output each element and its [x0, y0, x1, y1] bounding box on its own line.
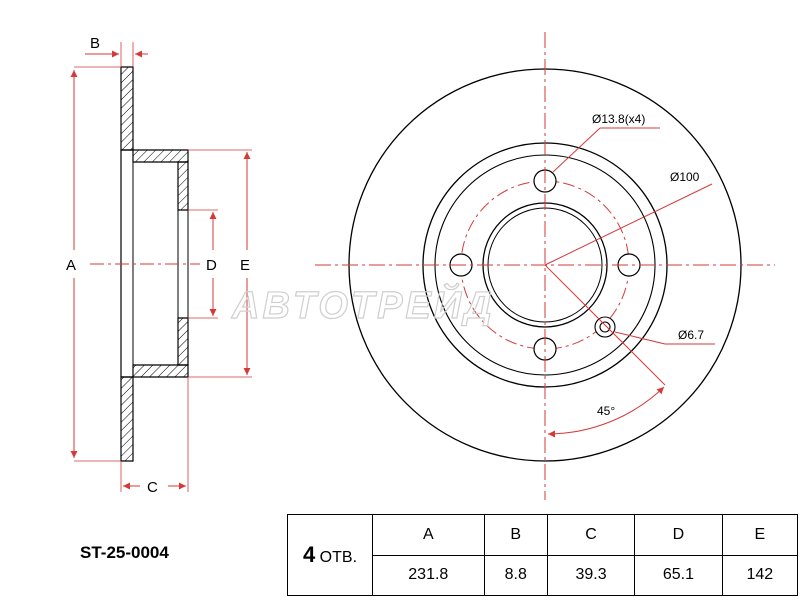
dim-b-label: B	[90, 35, 100, 52]
front-view: Ø13.8(x4) Ø100 Ø6.7 45° ABTOTPEЙД	[230, 32, 775, 500]
header-e: E	[721, 514, 799, 556]
friction-ring-section-lower	[120, 376, 134, 462]
hat-section-lower	[121, 364, 189, 378]
part-number: ST-25-0004	[80, 543, 169, 562]
holes-cell: 4 ОТВ.	[287, 514, 373, 596]
value-d: 65.1	[634, 554, 723, 596]
hat-section-upper	[121, 149, 189, 163]
holes-unit: ОТВ.	[319, 549, 358, 566]
bolt-hole-callout: Ø13.8(x4)	[592, 112, 645, 126]
spec-table: 4 ОТВ. A B C D E 231.8 8.8 39.3 65.1 142	[287, 514, 799, 596]
small-hole-inner	[599, 321, 611, 333]
header-d: D	[634, 514, 723, 556]
friction-ring-section	[120, 66, 134, 151]
holes-count: 4	[302, 542, 316, 567]
value-c: 39.3	[546, 554, 636, 596]
side-section-view: A B C D E	[66, 35, 252, 496]
watermark: ABTOTPEЙД	[231, 282, 495, 327]
dim-d-label: D	[206, 257, 217, 274]
small-hole-callout: Ø6.7	[678, 328, 704, 342]
hat-face-upper	[177, 161, 189, 211]
dim-a-label: A	[66, 257, 76, 274]
header-c: C	[546, 514, 636, 556]
hat-face-lower	[177, 317, 189, 366]
angle-callout: 45°	[597, 404, 615, 418]
header-b: B	[483, 514, 548, 556]
header-a: A	[372, 514, 485, 556]
pcd-callout: Ø100	[670, 170, 700, 184]
dim-e-label: E	[240, 257, 250, 274]
value-a: 231.8	[372, 554, 485, 596]
value-b: 8.8	[483, 554, 548, 596]
dim-c-label: C	[147, 479, 158, 496]
value-e: 142	[721, 554, 799, 596]
